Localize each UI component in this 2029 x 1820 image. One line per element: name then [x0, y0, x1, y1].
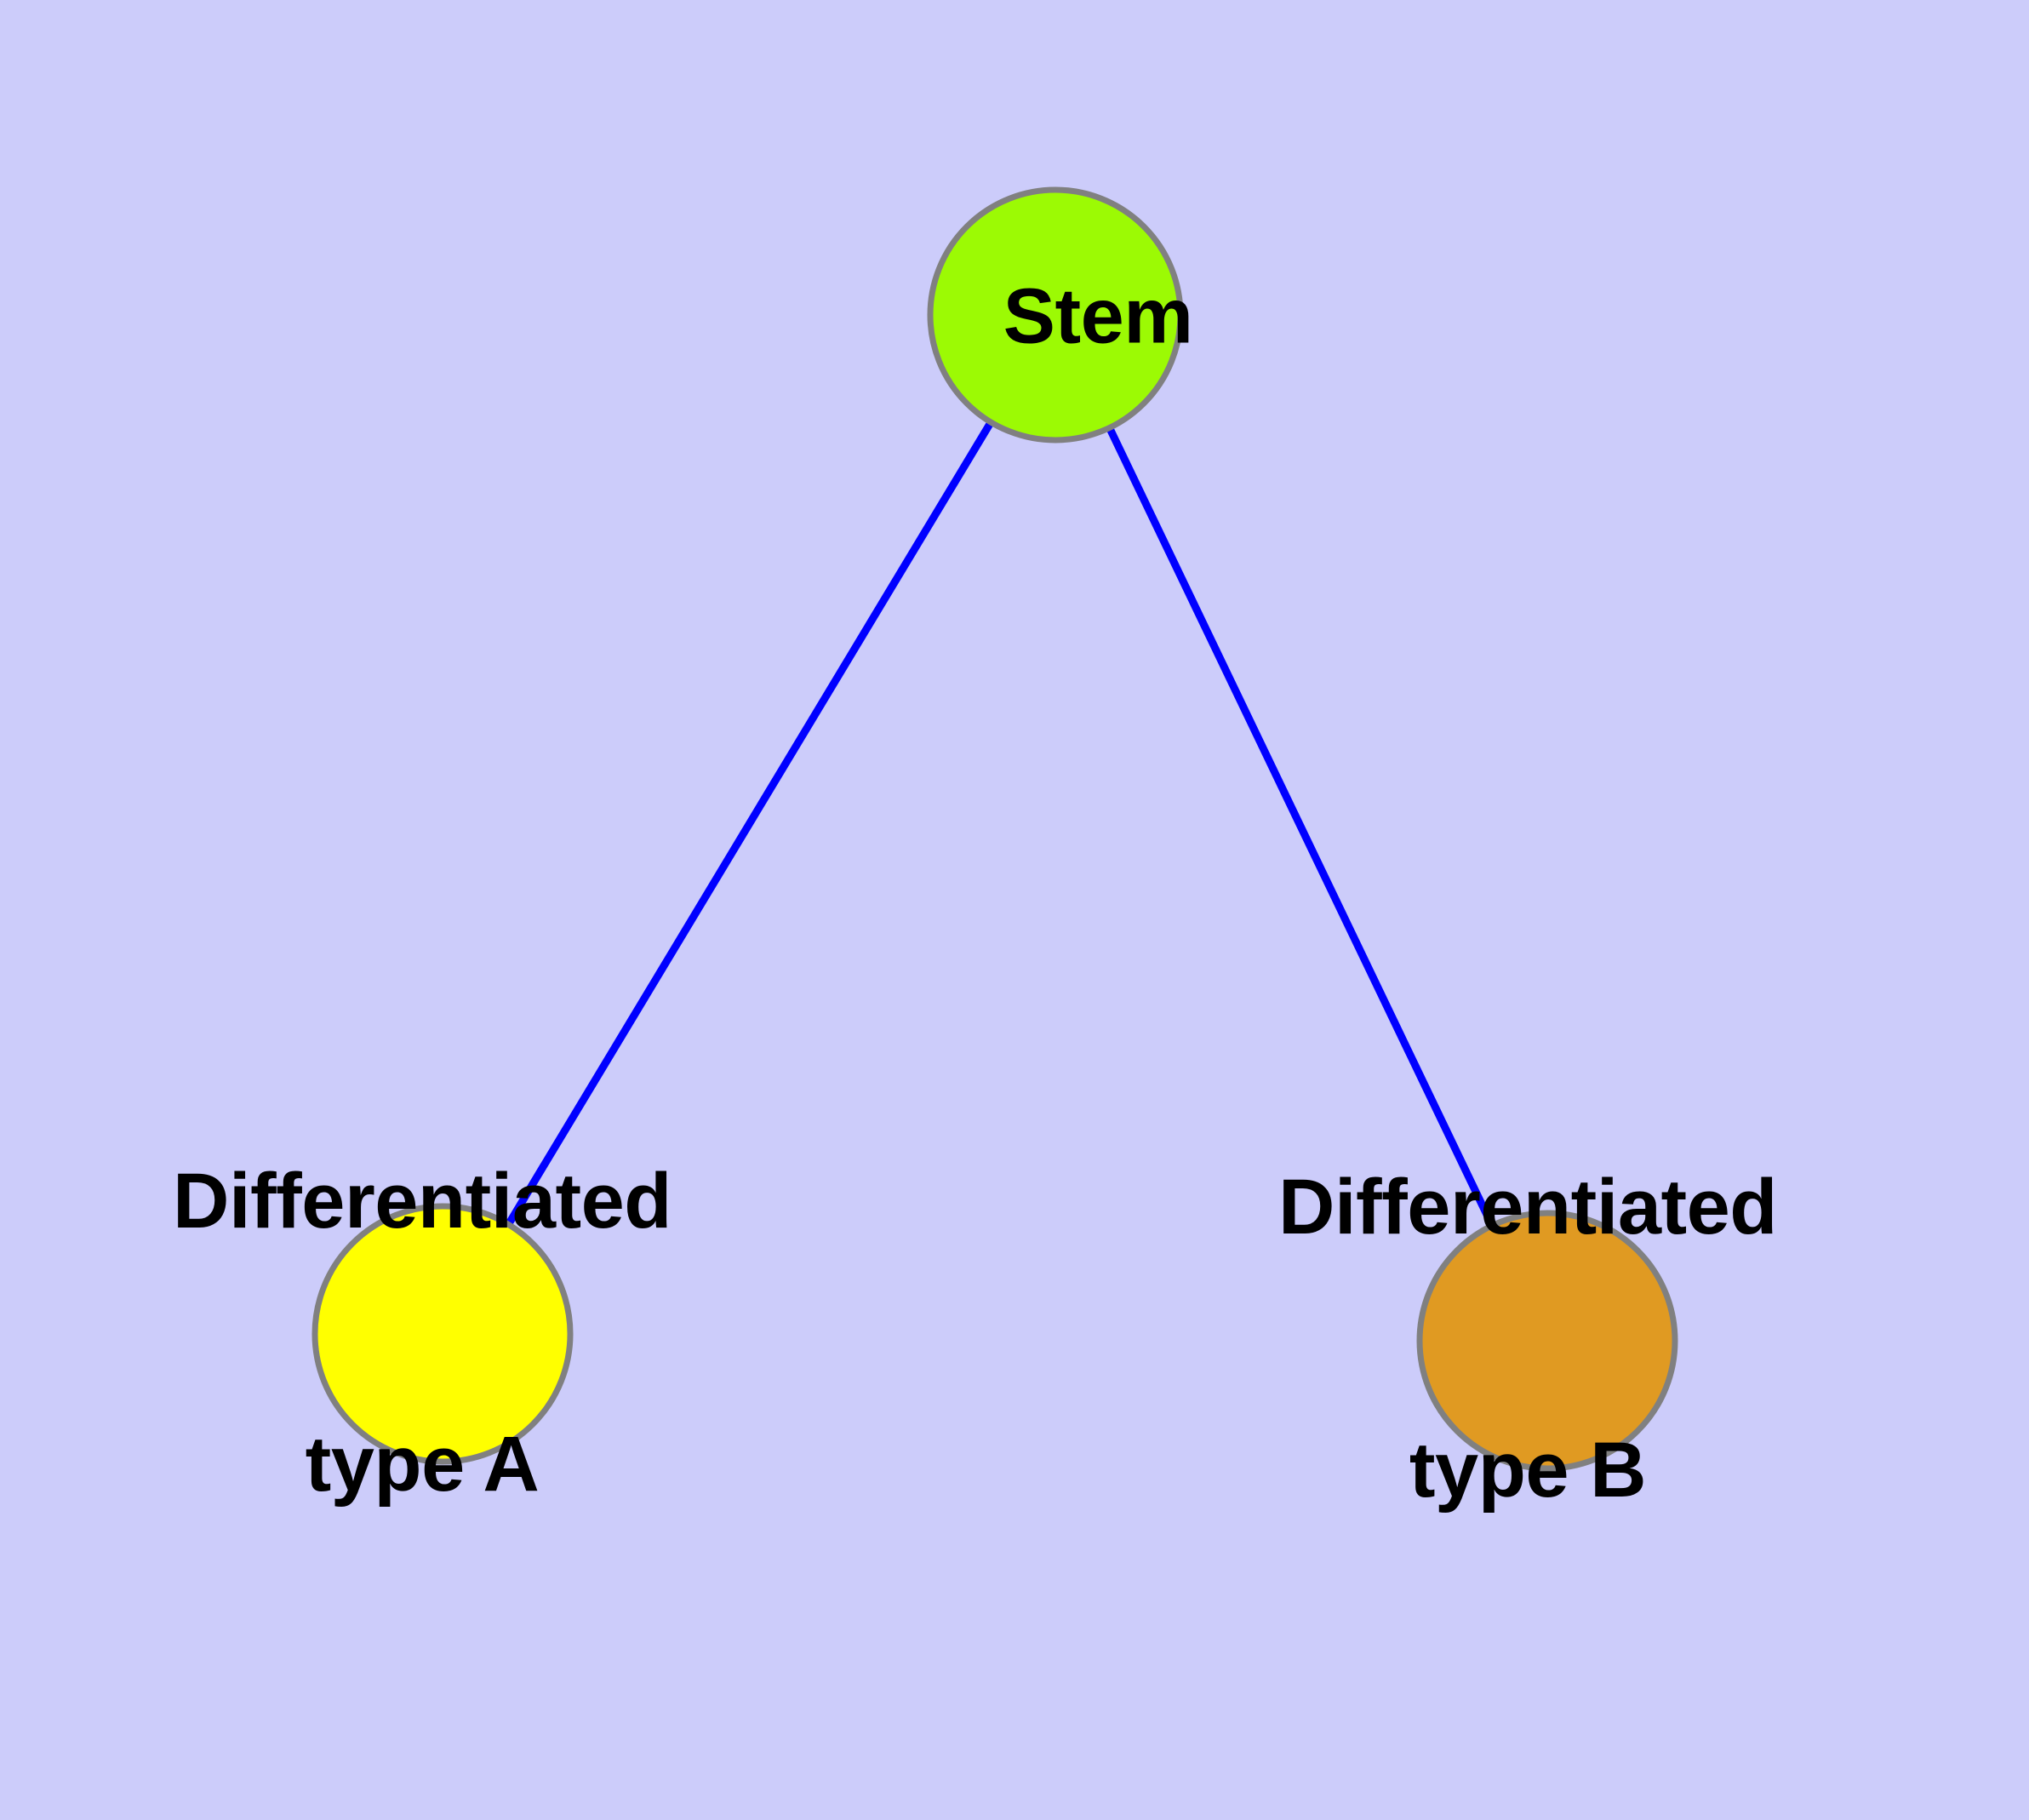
edge-layer — [506, 422, 1495, 1225]
edge-stem-to-diff-a[interactable] — [506, 422, 993, 1225]
node-differentiated-type-a[interactable] — [311, 1203, 574, 1465]
edge-stem-to-diff-b[interactable] — [1106, 428, 1495, 1225]
node-differentiated-type-b[interactable] — [1416, 1210, 1678, 1472]
node-layer — [311, 186, 1678, 1472]
node-stem[interactable] — [927, 186, 1184, 444]
